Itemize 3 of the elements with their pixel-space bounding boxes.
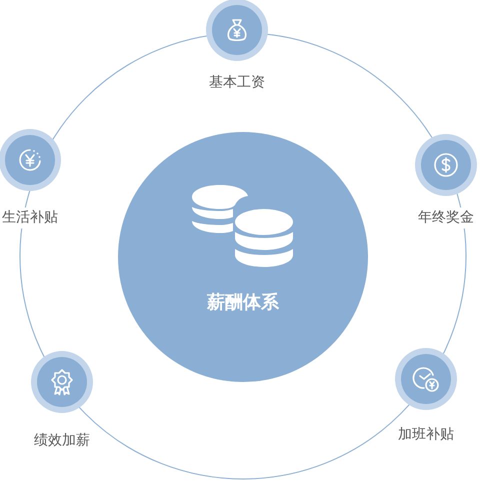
node-label: 生活补贴 xyxy=(1,208,59,228)
node-label: 年终奖金 xyxy=(417,208,475,228)
center-title: 薪酬体系 xyxy=(207,290,279,314)
